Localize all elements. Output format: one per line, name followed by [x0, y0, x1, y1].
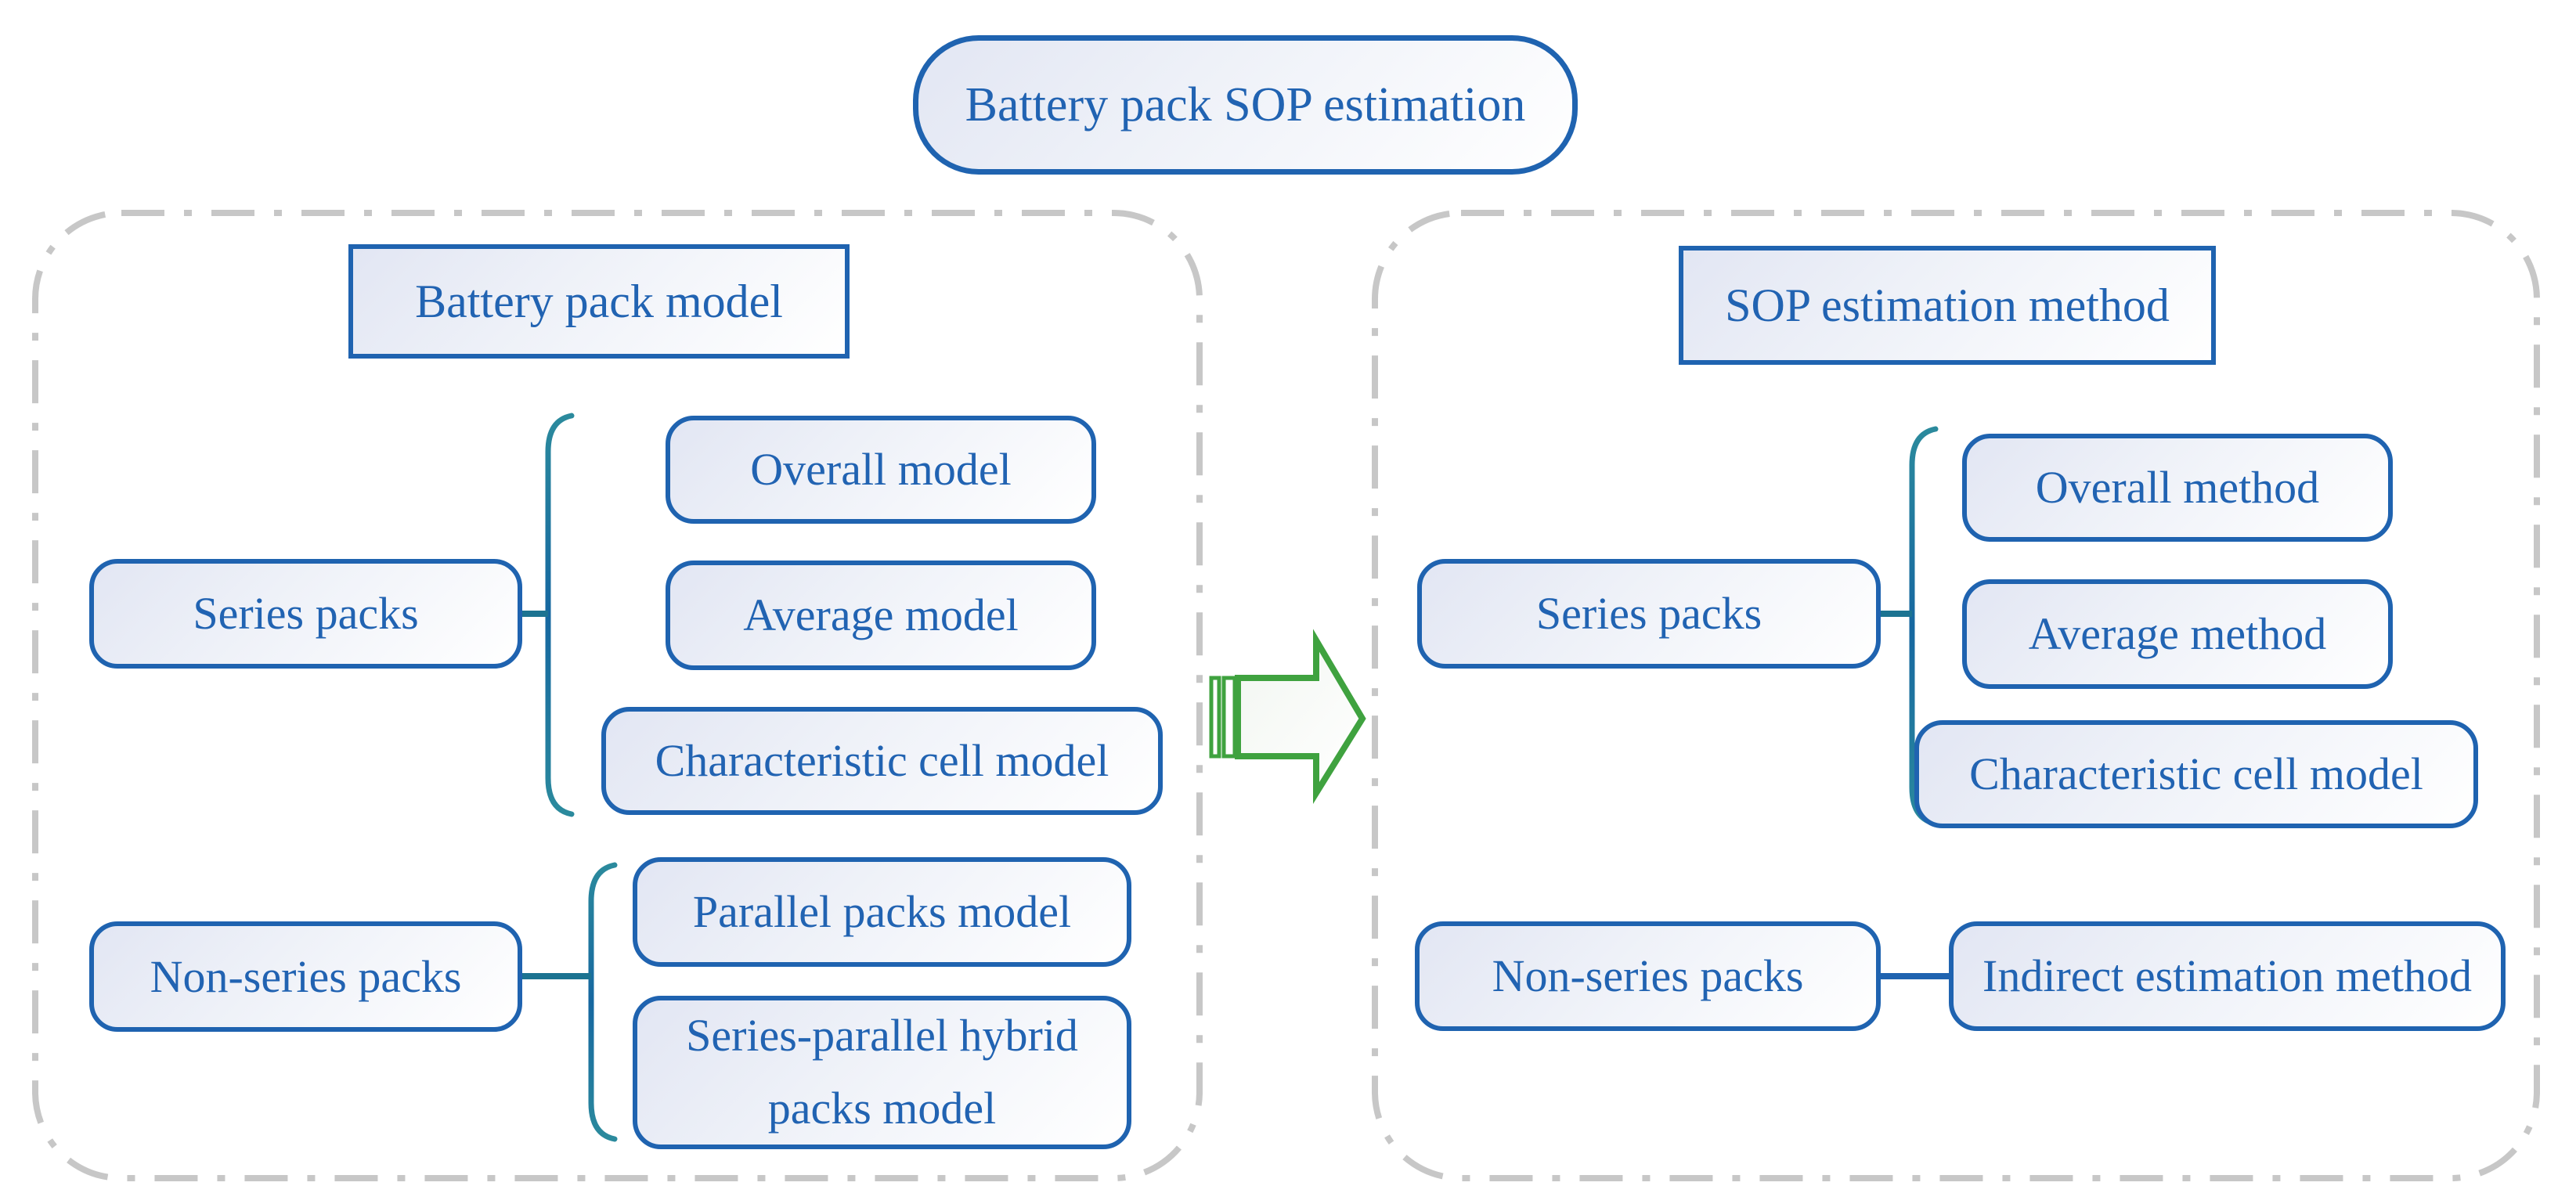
left-panel-header-text: Battery pack model	[415, 276, 783, 327]
left-series-packs-box: Series packs	[89, 559, 522, 669]
left-overall-model-box: Overall model	[666, 416, 1096, 524]
right-panel-border	[1372, 210, 2540, 1181]
left-characteristic-cell-model-label: Characteristic cell model	[655, 735, 1109, 787]
left-panel-header: Battery pack model	[348, 244, 850, 359]
left-non-series-packs-label: Non-series packs	[150, 950, 462, 1002]
right-characteristic-cell-model-label: Characteristic cell model	[1969, 748, 2423, 800]
arrow-body	[1235, 629, 1366, 805]
title-box: Battery pack SOP estimation	[913, 35, 1578, 175]
right-overall-method-box: Overall method	[1962, 434, 2393, 542]
right-average-method-label: Average method	[2028, 608, 2327, 660]
arrow-stripe-1	[1209, 676, 1221, 759]
right-characteristic-cell-model-box: Characteristic cell model	[1914, 720, 2478, 828]
right-non-series-packs-label: Non-series packs	[1492, 950, 1804, 1002]
right-indirect-estimation-method-label: Indirect estimation method	[1983, 950, 2472, 1002]
right-series-packs-label: Series packs	[1535, 588, 1762, 640]
left-series-parallel-hybrid-box: Series-parallel hybrid packs model	[633, 996, 1131, 1149]
right-non-series-packs-box: Non-series packs	[1415, 921, 1881, 1031]
right-average-method-box: Average method	[1962, 579, 2393, 689]
right-indirect-estimation-method-box: Indirect estimation method	[1949, 921, 2506, 1031]
title-text: Battery pack SOP estimation	[965, 78, 1526, 132]
left-series-bracket	[545, 413, 575, 817]
left-parallel-packs-model-label: Parallel packs model	[692, 886, 1072, 938]
arrow-stripe-2	[1221, 676, 1237, 759]
left-overall-model-label: Overall model	[750, 444, 1012, 496]
right-panel-header: SOP estimation method	[1679, 246, 2216, 365]
left-nonseries-bracket	[588, 862, 618, 1142]
right-panel-header-text: SOP estimation method	[1725, 279, 2170, 331]
right-series-packs-box: Series packs	[1417, 559, 1881, 669]
left-series-parallel-hybrid-label: Series-parallel hybrid packs model	[686, 1010, 1078, 1134]
left-characteristic-cell-model-box: Characteristic cell model	[601, 707, 1163, 815]
left-non-series-packs-box: Non-series packs	[89, 921, 522, 1032]
left-series-packs-label: Series packs	[193, 588, 419, 640]
left-average-model-label: Average model	[743, 589, 1019, 641]
striped-right-arrow-icon	[1209, 629, 1366, 805]
left-panel-border	[32, 210, 1203, 1181]
left-average-model-box: Average model	[666, 561, 1096, 670]
left-parallel-packs-model-box: Parallel packs model	[633, 857, 1131, 967]
right-overall-method-label: Overall method	[2035, 462, 2320, 514]
